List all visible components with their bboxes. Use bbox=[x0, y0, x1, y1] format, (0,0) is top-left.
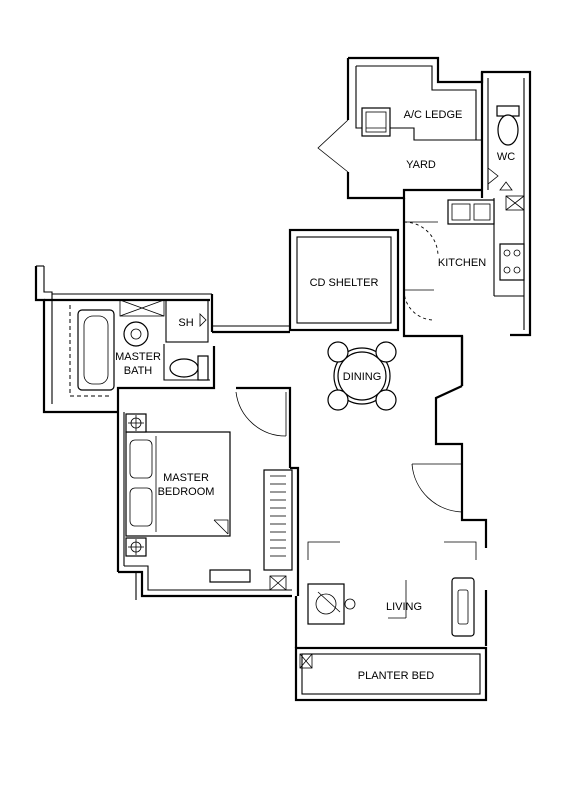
dining-living: DINING LIVING bbox=[307, 336, 488, 646]
tv-console-icon bbox=[451, 577, 475, 637]
kitchen-sink-icon bbox=[447, 199, 495, 225]
room-label-living: LIVING bbox=[386, 601, 422, 613]
room-label-ac-ledge: A/C LEDGE bbox=[404, 109, 463, 121]
room-label-dining: DINING bbox=[343, 371, 382, 383]
room-label-master-bath-2: BATH bbox=[124, 365, 153, 377]
master-toilet-icon bbox=[169, 355, 209, 381]
cd-shelter: CD SHELTER bbox=[288, 228, 400, 332]
room-label-master-bedroom-2: BEDROOM bbox=[158, 486, 215, 498]
service-block: A/C LEDGE YARD WC bbox=[317, 56, 532, 337]
planter-bed: PLANTER BED bbox=[294, 596, 488, 702]
kitchen: KITCHEN bbox=[402, 198, 525, 386]
wc-toilet-icon bbox=[496, 105, 520, 146]
room-label-kitchen: KITCHEN bbox=[438, 257, 486, 269]
bathtub-icon bbox=[77, 309, 115, 391]
room-label-planter-bed: PLANTER BED bbox=[358, 670, 434, 682]
bed-icon bbox=[125, 431, 231, 537]
room-label-sh: SH bbox=[178, 317, 193, 329]
dining-table-icon bbox=[327, 341, 397, 411]
yard-door-icon bbox=[317, 119, 349, 173]
bedside-table-icon bbox=[125, 537, 147, 557]
bedside-table-icon bbox=[125, 413, 147, 433]
wardrobe-icon bbox=[263, 469, 293, 571]
washer-icon bbox=[361, 107, 391, 137]
bedroom-window-icon bbox=[209, 569, 251, 583]
room-label-cd-shelter: CD SHELTER bbox=[310, 277, 379, 289]
basin-icon bbox=[123, 321, 149, 347]
armchair-icon bbox=[307, 583, 356, 625]
room-label-wc: WC bbox=[497, 151, 515, 163]
room-label-master-bedroom-1: MASTER bbox=[163, 472, 209, 484]
master-bedroom: MASTER BEDROOM bbox=[116, 386, 300, 600]
kitchen-hob-icon bbox=[499, 243, 525, 281]
room-label-yard: YARD bbox=[406, 159, 436, 171]
master-bath: SH MASTER BATH bbox=[34, 265, 290, 414]
room-label-master-bath-1: MASTER bbox=[115, 351, 161, 363]
